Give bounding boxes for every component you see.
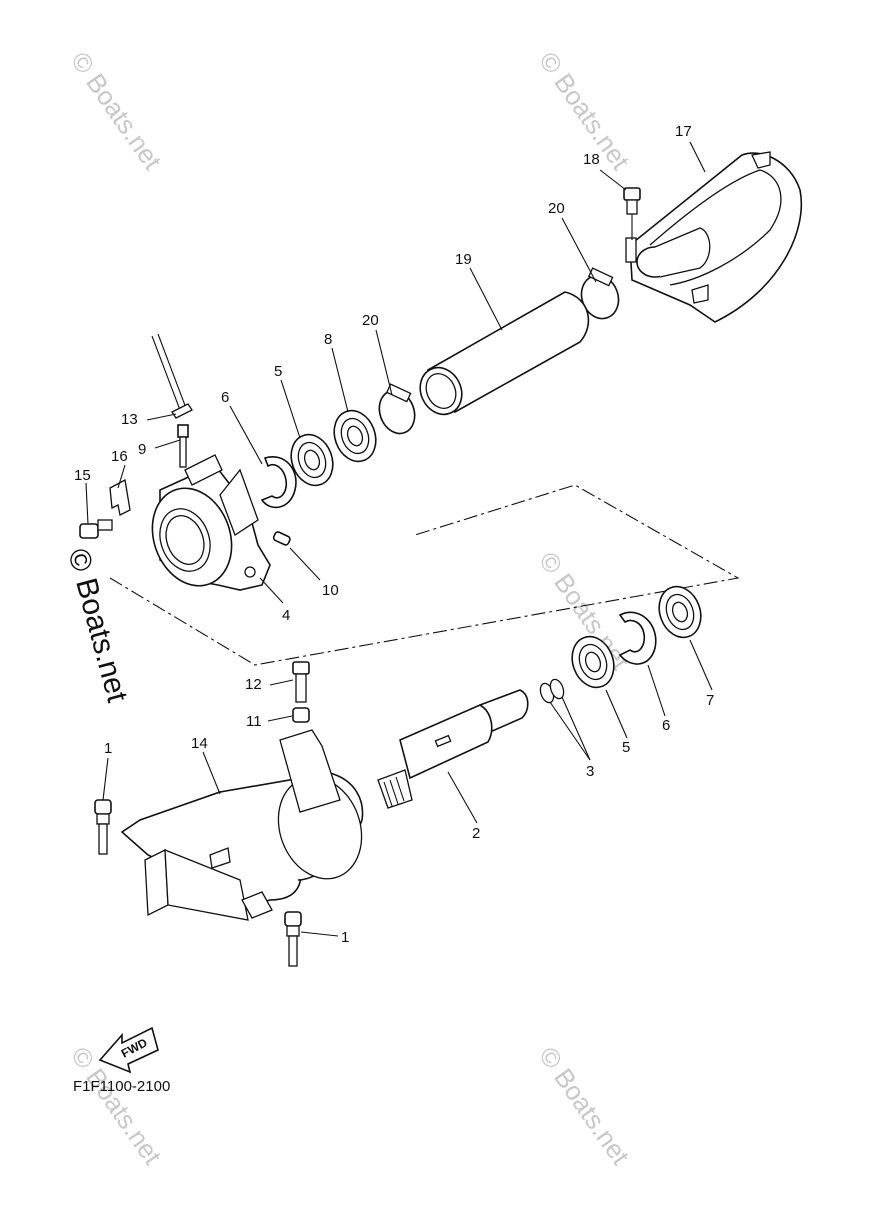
fitting-9 — [177, 424, 189, 468]
callout-9: 9 — [138, 441, 146, 458]
circlip-upper — [260, 456, 297, 509]
collar-11 — [292, 707, 310, 723]
callout-19: 19 — [455, 251, 472, 268]
assembly-boundary — [109, 484, 740, 666]
callout-10: 10 — [322, 582, 339, 599]
bearing-5-upper — [290, 433, 334, 487]
hose-clamp-lower — [378, 383, 416, 435]
callout-6-lower: 6 — [662, 717, 670, 734]
callout-20-lower: 20 — [362, 312, 379, 329]
bolt-1-upper — [94, 799, 112, 855]
bolt-1-lower — [284, 911, 302, 967]
callout-17: 17 — [675, 123, 692, 140]
callout-3: 3 — [586, 763, 594, 780]
callout-14: 14 — [191, 735, 208, 752]
hose — [419, 291, 590, 416]
pin-10 — [272, 531, 291, 546]
watermark-top-left: © Boats.net — [65, 46, 168, 175]
callout-12: 12 — [245, 676, 262, 693]
callout-7: 7 — [706, 692, 714, 709]
shaft-housing — [120, 729, 364, 921]
callout-6-upper: 6 — [221, 389, 229, 406]
callout-1-upper: 1 — [104, 740, 112, 757]
bolt-18 — [623, 187, 641, 240]
bolt-15 — [79, 519, 113, 539]
callout-11: 11 — [246, 713, 262, 730]
callouts: 17 18 20 19 20 8 5 6 13 9 16 15 10 4 7 6… — [74, 123, 714, 946]
bearing-7 — [658, 585, 702, 639]
bolt-12 — [292, 661, 310, 703]
cable-line-a — [151, 335, 181, 411]
callout-2: 2 — [472, 825, 480, 842]
watermark-bottom-right: © Boats.net — [533, 1041, 636, 1170]
plate-16 — [109, 479, 131, 516]
drive-shaft — [377, 689, 529, 809]
bearing-8 — [333, 409, 377, 463]
callout-18: 18 — [583, 151, 600, 168]
callout-15: 15 — [74, 467, 91, 484]
callout-20-upper: 20 — [548, 200, 565, 217]
cable-line-b — [157, 333, 187, 409]
leader-lines — [85, 141, 713, 937]
nozzle-housing — [625, 151, 803, 323]
callout-5-upper: 5 — [274, 363, 282, 380]
bearing-5-lower — [571, 635, 615, 689]
callout-1-lower: 1 — [341, 929, 349, 946]
diagram-code: F1F1100-2100 — [73, 1078, 170, 1095]
watermark-side: © Boats.net — [61, 545, 134, 706]
fwd-arrow-icon: FWD — [98, 1026, 159, 1074]
pump-housing — [151, 454, 271, 591]
clip-13 — [171, 403, 193, 419]
callout-16: 16 — [111, 448, 128, 465]
callout-8: 8 — [324, 331, 332, 348]
callout-4: 4 — [282, 607, 290, 624]
callout-5-lower: 5 — [622, 739, 630, 756]
callout-13: 13 — [121, 411, 138, 428]
o-rings — [539, 678, 565, 704]
circlip-lower — [618, 611, 657, 665]
